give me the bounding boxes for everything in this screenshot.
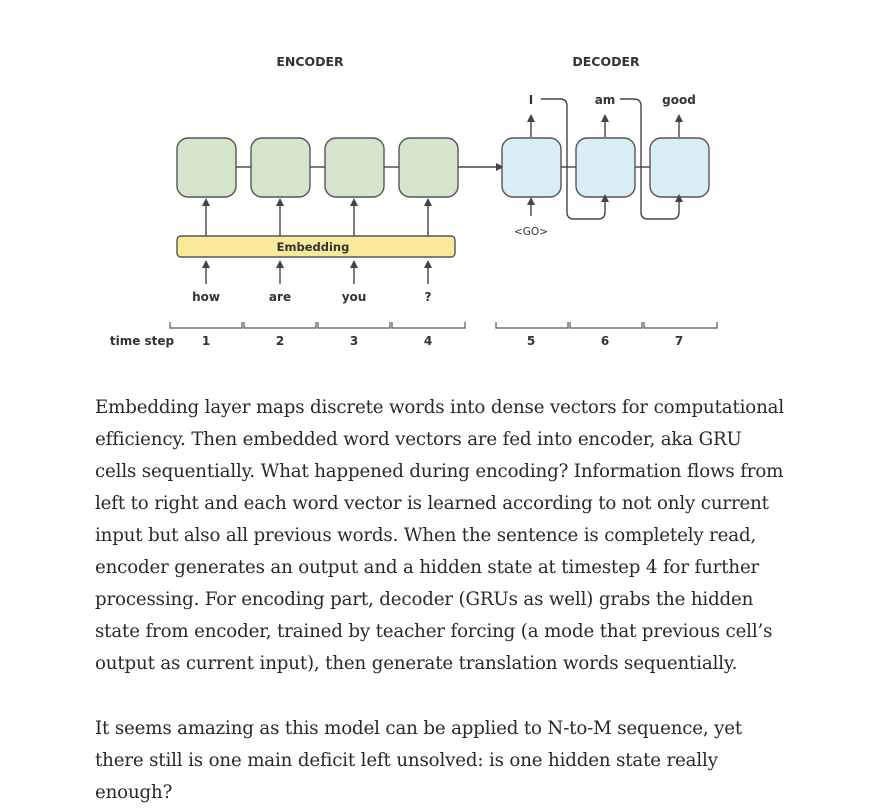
decoder-cell-6 xyxy=(575,137,636,198)
embedding-layer xyxy=(176,235,456,258)
time-step-7: 7 xyxy=(675,334,683,348)
time-step-brackets-encoder xyxy=(169,322,466,329)
output-word-2: am xyxy=(595,93,616,107)
input-word-3: you xyxy=(342,290,367,304)
time-step-1: 1 xyxy=(202,334,210,348)
input-word-1: how xyxy=(192,290,220,304)
feedback-loop-1 xyxy=(541,98,609,220)
time-step-4: 4 xyxy=(424,334,432,348)
time-step-2: 2 xyxy=(276,334,284,348)
decoder-title: DECODER xyxy=(572,54,640,69)
seq2seq-diagram: ENCODER DECODER I am good <GO> Embedding… xyxy=(110,54,718,348)
embedding-label: Embedding xyxy=(277,240,350,254)
time-step-6: 6 xyxy=(601,334,609,348)
time-step-5: 5 xyxy=(527,334,535,348)
decoder-cell-7 xyxy=(649,137,710,198)
decoder-cell-5 xyxy=(501,137,562,198)
time-step-label: time step xyxy=(110,334,175,348)
encoder-cell-3 xyxy=(324,137,385,198)
output-word-1: I xyxy=(529,93,533,107)
article-paragraph-2: It seems amazing as this model can be ap… xyxy=(95,718,743,803)
go-token: <GO> xyxy=(514,226,548,238)
input-word-2: are xyxy=(269,290,291,304)
article-paragraph-1: Embedding layer maps discrete words into… xyxy=(95,397,785,674)
encoder-cell-2 xyxy=(250,137,311,198)
encoder-cell-4 xyxy=(398,137,459,198)
time-step-3: 3 xyxy=(350,334,358,348)
encoder-title: ENCODER xyxy=(276,54,344,69)
time-step-brackets-decoder xyxy=(495,322,718,329)
input-word-4: ? xyxy=(425,290,432,304)
encoder-cell-1 xyxy=(176,137,237,198)
output-word-3: good xyxy=(662,93,696,107)
feedback-loop-2 xyxy=(620,98,683,220)
